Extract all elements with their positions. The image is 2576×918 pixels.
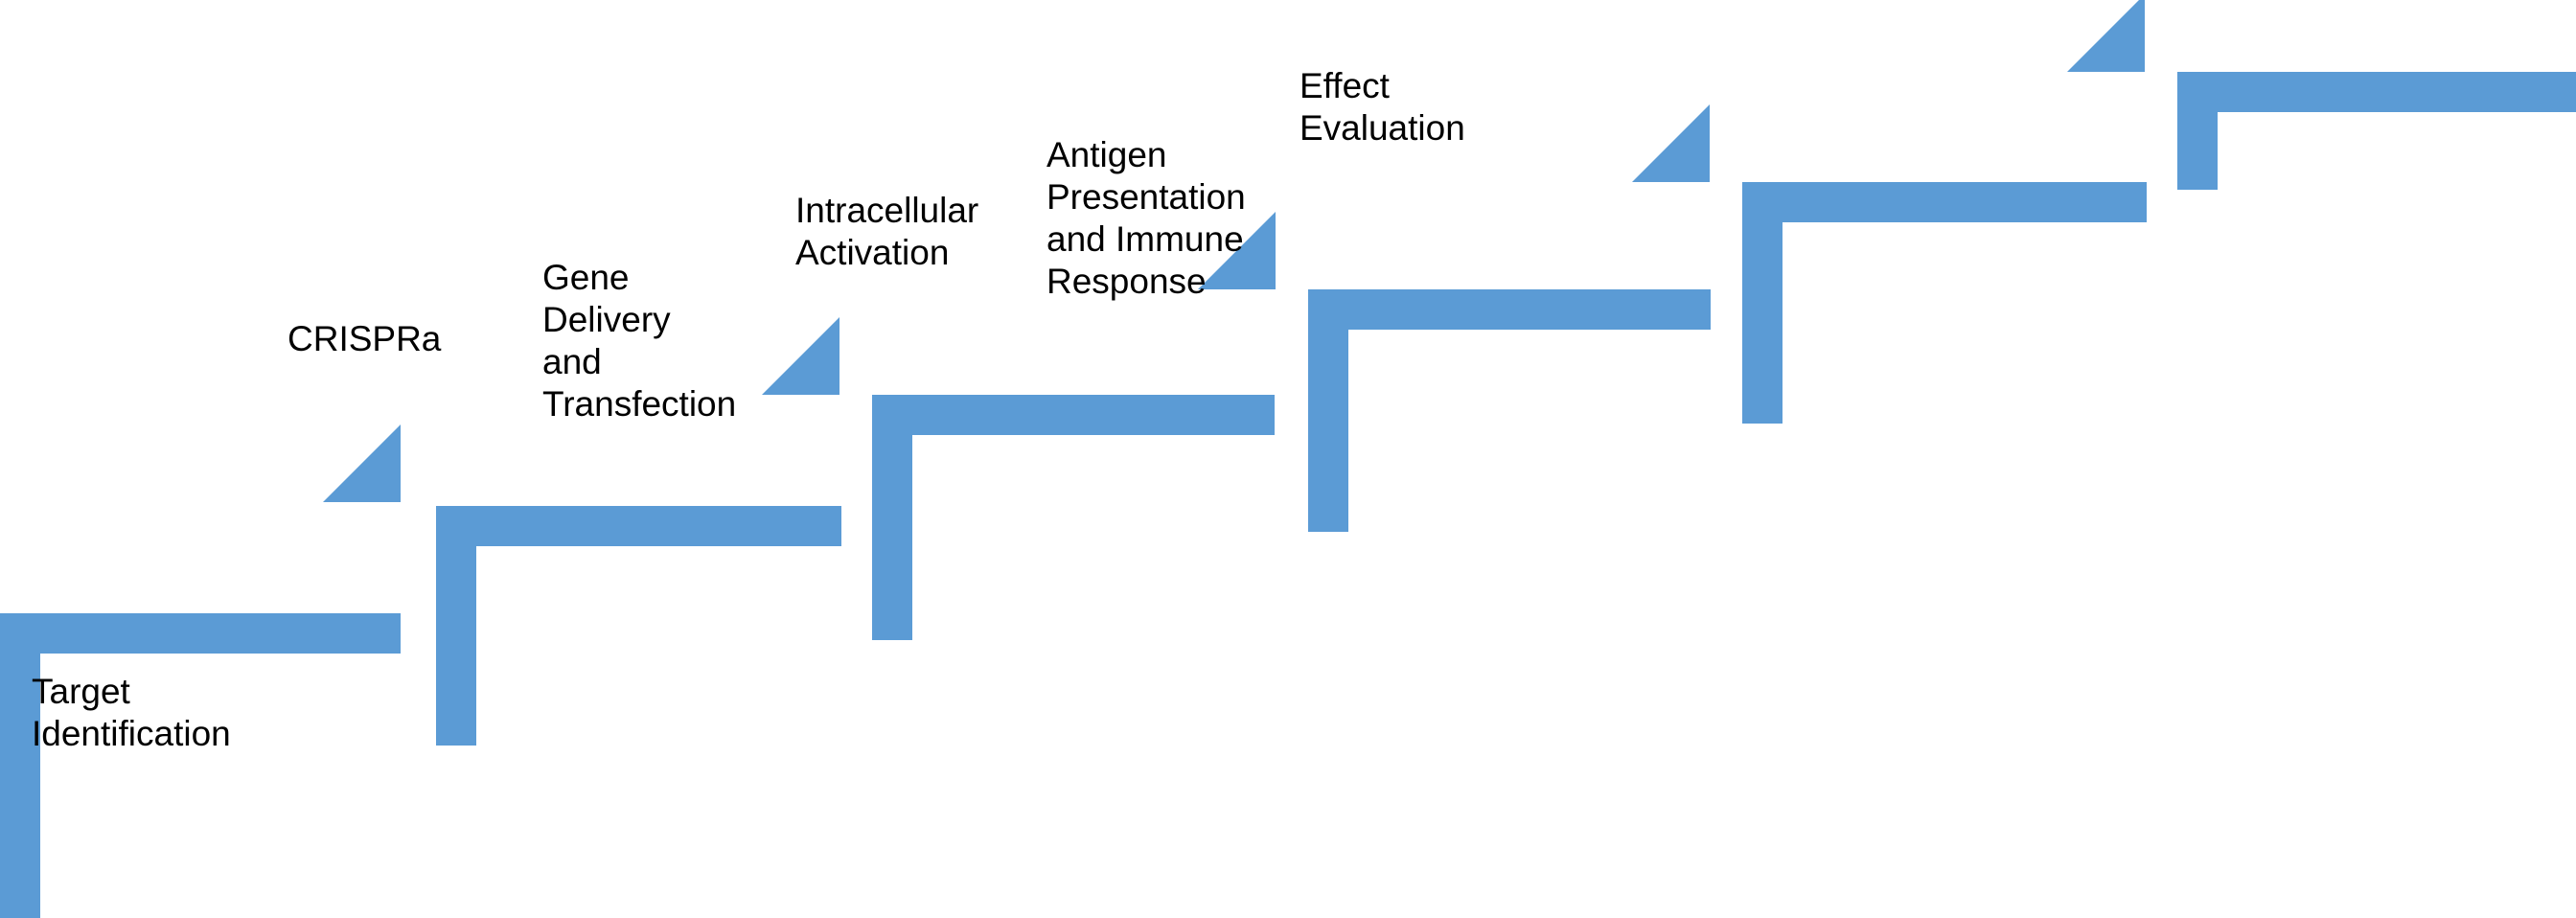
step-riser-triangle-icon — [762, 317, 840, 395]
step-left-bar — [872, 395, 912, 640]
step-riser-triangle-icon — [2067, 0, 2145, 72]
step-left-bar — [436, 506, 476, 746]
step-top-bar — [436, 506, 841, 546]
step-label-5: Antigen Presentation and Immune Response — [1046, 135, 1246, 301]
step-label-4: Intracellular Activation — [795, 191, 979, 272]
step-top-bar — [0, 613, 401, 654]
step-left-bar — [0, 613, 40, 918]
step-label-3: Gene Delivery and Transfection — [542, 258, 737, 424]
step-top-bar — [872, 395, 1275, 435]
step-riser-triangle-icon — [323, 425, 401, 502]
step-label-6: Effect Evaluation — [1300, 66, 1465, 148]
step-riser-triangle-icon — [1198, 212, 1276, 289]
step-label-1: Target Identification — [32, 672, 231, 753]
step-top-bar — [2177, 72, 2576, 112]
step-left-bar — [1742, 182, 1782, 424]
step-top-bar — [1308, 289, 1711, 330]
step-left-bar — [2177, 72, 2218, 190]
step-label-2: CRISPRa — [288, 319, 442, 358]
step-riser-triangle-icon — [1632, 104, 1710, 182]
step-left-bar — [1308, 289, 1348, 532]
step-top-bar — [1742, 182, 2147, 222]
